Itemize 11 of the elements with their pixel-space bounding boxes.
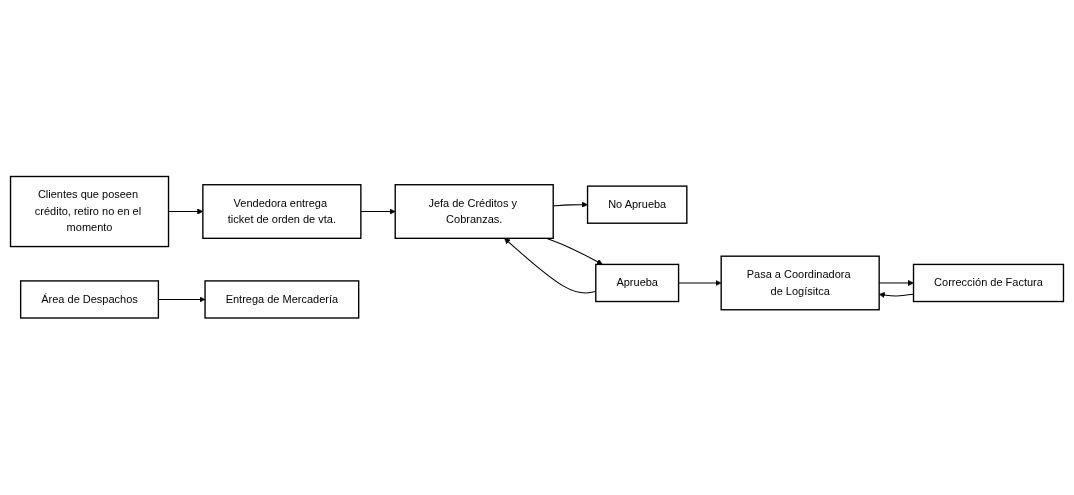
node-box: Área de Despachos — [19, 280, 160, 319]
arrow — [678, 280, 722, 287]
node-box: Vendedora entrega ticket de orden de vta. — [202, 184, 362, 240]
node-box: Pasa a Coordinadora de Logísitca — [720, 255, 880, 311]
node-box: Entrega de Mercadería — [204, 280, 360, 319]
node-box: Corrección de Factura — [912, 264, 1065, 303]
node-box: No Aprueba — [586, 185, 688, 225]
arrow — [360, 208, 396, 215]
node-box: Jefa de Créditos y Cobranzas. — [394, 184, 554, 240]
node-box: Clientes que poseen crédito, retiro no en el momento — [9, 176, 170, 248]
node-box: Aprueba — [595, 264, 680, 303]
